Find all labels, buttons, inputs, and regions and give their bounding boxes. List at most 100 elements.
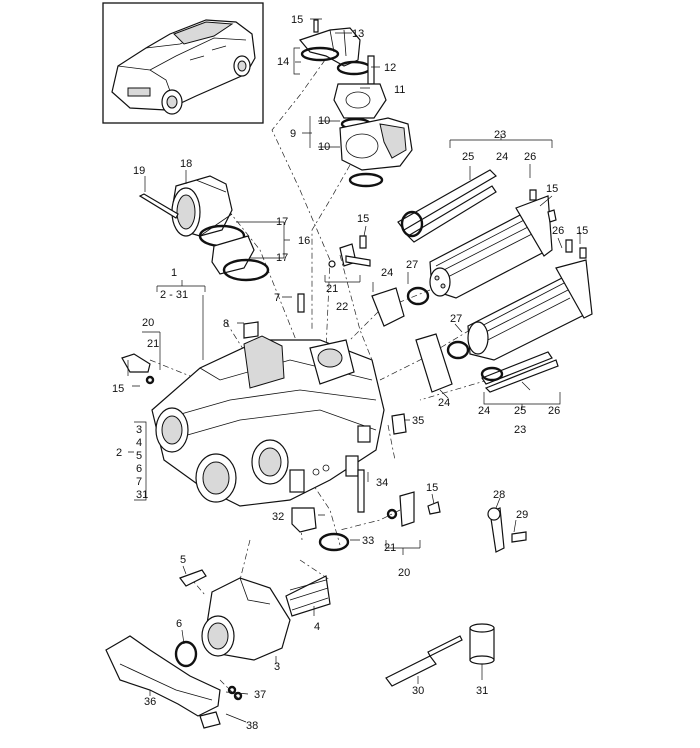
callout-15-top: 15	[291, 14, 303, 26]
callout-24-upper-left: 24	[381, 267, 393, 279]
intake-elbow-group	[138, 175, 270, 282]
valve-20-left	[121, 353, 151, 373]
callout-25-bottom: 25	[514, 405, 526, 417]
callout-27-upper: 27	[406, 259, 418, 271]
callout-18: 18	[180, 158, 192, 170]
callout-6: 6	[176, 618, 182, 630]
elbow-part-13	[298, 27, 361, 67]
callout-7: 7	[274, 292, 280, 304]
callout-23-top: 23	[494, 129, 506, 141]
sensor-22-group	[297, 235, 371, 313]
bolt-5	[179, 569, 207, 587]
oring-33	[318, 532, 350, 552]
callout-38: 38	[246, 720, 258, 732]
vehicle-inset	[102, 2, 264, 124]
mid-small-parts	[291, 469, 527, 553]
callout-28: 28	[493, 489, 505, 501]
tool-30	[385, 655, 437, 687]
callout-37: 37	[254, 689, 266, 701]
callout-4-list: 4	[136, 437, 142, 449]
callout-35: 35	[412, 415, 424, 427]
callout-24-top: 24	[496, 151, 508, 163]
callout-29: 29	[516, 509, 528, 521]
callout-21-lower: 21	[384, 542, 396, 554]
intercooler-lower	[415, 239, 593, 393]
bolt-38	[199, 711, 221, 729]
callout-1: 1	[171, 267, 177, 279]
callout-36: 36	[144, 696, 156, 708]
callout-15-left: 15	[112, 383, 124, 395]
bolt-29	[511, 531, 527, 543]
ring-17-lower	[222, 258, 270, 282]
plug-32	[291, 507, 317, 533]
callout-32: 32	[272, 511, 284, 523]
callout-33: 33	[362, 535, 374, 547]
lower-parts	[105, 569, 331, 729]
plug-8	[243, 321, 259, 339]
callout-30: 30	[412, 685, 424, 697]
callout-10-upper: 10	[318, 115, 330, 127]
valve-20-right	[399, 491, 415, 527]
callout-8: 8	[223, 318, 229, 330]
bracket-24-lower	[415, 333, 453, 393]
callout-15-right: 15	[576, 225, 588, 237]
callout-31-list: 31	[136, 489, 148, 501]
intercooler-upper	[371, 169, 557, 327]
callout-20-left: 20	[142, 317, 154, 329]
spring-4	[285, 575, 331, 617]
bolt-12	[367, 55, 375, 85]
callout-23-bottom: 23	[514, 424, 526, 436]
pipe-36	[105, 635, 221, 717]
callout-24-lower-left: 24	[438, 397, 450, 409]
fitting-7	[297, 293, 305, 313]
callout-3: 3	[274, 661, 280, 673]
ring-6	[174, 640, 198, 668]
tools-group	[385, 623, 495, 687]
callout-14: 14	[277, 56, 289, 68]
callout-4: 4	[314, 621, 320, 633]
callout-9: 9	[290, 128, 296, 140]
nut-35	[391, 413, 407, 435]
callout-labels: 15 13 14 12 11 10 9 10 19 18 17 16 17 1 …	[112, 14, 588, 732]
callout-27-lower: 27	[450, 313, 462, 325]
callout-5: 5	[180, 554, 186, 566]
gasket-ring-14	[336, 60, 372, 76]
callout-26-right: 26	[552, 225, 564, 237]
callout-26-top: 26	[524, 151, 536, 163]
callout-2: 2	[116, 447, 122, 459]
leader-lines	[127, 18, 581, 723]
callout-34: 34	[376, 477, 388, 489]
callout-3-list: 3	[136, 424, 142, 436]
stud-34	[357, 469, 365, 513]
throttle-stack	[298, 19, 413, 188]
bolt-19	[138, 193, 179, 219]
callout-21-left: 21	[147, 338, 159, 350]
callout-31: 31	[476, 685, 488, 697]
callout-19: 19	[133, 165, 145, 177]
callout-24-bottom: 24	[478, 405, 490, 417]
callout-17-upper: 17	[276, 216, 288, 228]
callout-15-lower: 15	[426, 482, 438, 494]
callout-21-sensor: 21	[326, 283, 338, 295]
callout-15-right-upper: 15	[546, 183, 558, 195]
callout-10-lower: 10	[318, 141, 330, 153]
callout-13: 13	[352, 28, 364, 40]
suv-illustration	[111, 19, 256, 115]
bracket-24-upper	[371, 287, 405, 327]
callout-5-list: 5	[136, 450, 142, 462]
callout-2-31: 2 - 31	[160, 289, 188, 301]
adapter-16	[211, 235, 255, 275]
callout-20-lower: 20	[398, 567, 410, 579]
callout-26-bottom: 26	[548, 405, 560, 417]
callout-11: 11	[394, 84, 405, 96]
compressor-housing	[121, 321, 407, 507]
callout-17-lower: 17	[276, 252, 288, 264]
callout-6-list: 6	[136, 463, 142, 475]
flange-11	[333, 83, 387, 119]
callout-7-list: 7	[136, 476, 142, 488]
callout-25-top: 25	[462, 151, 474, 163]
callout-22: 22	[336, 301, 348, 313]
callout-15-sensor: 15	[357, 213, 369, 225]
callout-16: 16	[298, 235, 310, 247]
